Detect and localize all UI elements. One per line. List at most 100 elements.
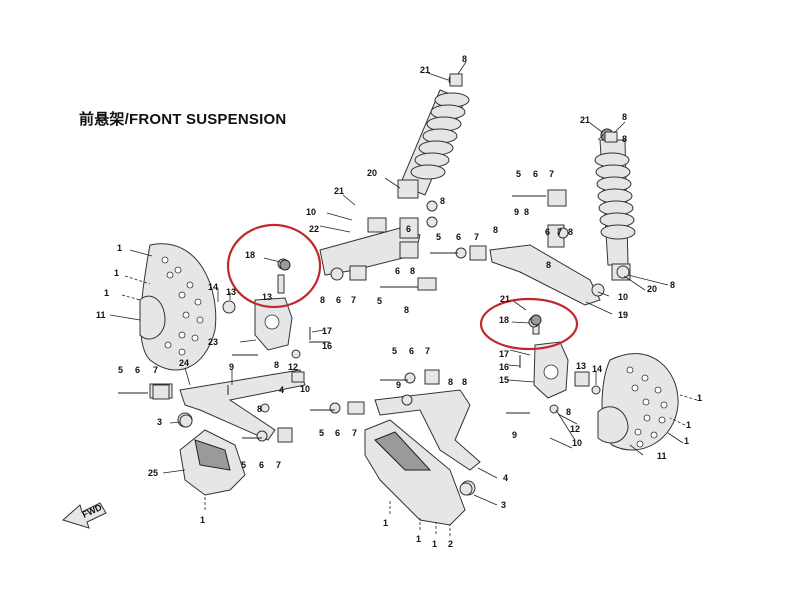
callout-21: 21 (500, 294, 510, 304)
callout-8: 8 (462, 377, 467, 387)
callout-1: 1 (432, 539, 437, 549)
callout-16: 16 (322, 341, 332, 351)
upper-right-a-arm (489, 189, 601, 306)
callout-17: 17 (322, 326, 332, 336)
callout-23: 23 (208, 337, 218, 347)
callout-6: 6 (259, 460, 264, 470)
ball-joints (279, 259, 542, 326)
right-shock-absorber (594, 128, 636, 281)
callout-6: 6 (336, 295, 341, 305)
callout-11: 11 (657, 451, 667, 461)
callout-1: 1 (697, 393, 702, 403)
callout-13: 13 (576, 361, 586, 371)
callout-1: 1 (104, 288, 109, 298)
callout-12: 12 (570, 424, 580, 434)
callout-8: 8 (404, 305, 409, 315)
callout-5: 5 (319, 428, 324, 438)
callout-6: 6 (456, 232, 461, 242)
callout-8: 8 (448, 377, 453, 387)
callout-6: 6 (406, 224, 411, 234)
callout-1: 1 (117, 243, 122, 253)
callout-labels: 1 1 1 11 14 13 18 17 23 16 24 5 6 7 9 8 … (96, 54, 702, 549)
callout-7: 7 (425, 346, 430, 356)
left-shock-absorber (397, 73, 470, 199)
callout-6: 6 (135, 365, 140, 375)
callout-21: 21 (420, 65, 430, 75)
callout-9: 9 (512, 430, 517, 440)
callout-8: 8 (568, 227, 573, 237)
forward-arrow: FWD (62, 502, 107, 529)
callout-20: 20 (367, 168, 377, 178)
callout-10: 10 (300, 384, 310, 394)
callout-8: 8 (622, 134, 627, 144)
callout-8: 8 (274, 360, 279, 370)
callout-13: 13 (262, 292, 272, 302)
callout-3: 3 (501, 500, 506, 510)
callout-8: 8 (440, 196, 445, 206)
callout-5: 5 (516, 169, 521, 179)
callout-6: 6 (545, 227, 550, 237)
upper-left-a-arm (319, 217, 421, 276)
callout-13: 13 (226, 287, 236, 297)
callout-9: 9 (396, 380, 401, 390)
callout-4: 4 (503, 473, 508, 483)
callout-8: 8 (622, 112, 627, 122)
callout-24: 24 (179, 358, 189, 368)
callout-5: 5 (392, 346, 397, 356)
callout-5: 5 (436, 232, 441, 242)
callout-7: 7 (153, 365, 158, 375)
callout-8: 8 (257, 404, 262, 414)
callout-8: 8 (566, 407, 571, 417)
callout-21: 21 (334, 186, 344, 196)
callout-11: 11 (96, 310, 106, 320)
highlight-circles (226, 223, 579, 351)
callout-1: 1 (114, 268, 119, 278)
callout-7: 7 (549, 169, 554, 179)
callout-4: 4 (279, 385, 284, 395)
callout-7: 7 (352, 428, 357, 438)
callout-7: 7 (557, 227, 562, 237)
leader-lines (109, 61, 698, 536)
callout-16: 16 (499, 362, 509, 372)
page-title: 前悬架/FRONT SUSPENSION (79, 111, 287, 128)
callout-1: 1 (684, 436, 689, 446)
callout-6: 6 (533, 169, 538, 179)
callout-8: 8 (546, 260, 551, 270)
left-skid-guard (179, 429, 246, 496)
callout-18: 18 (245, 250, 255, 260)
callout-1: 1 (383, 518, 388, 528)
left-brake-disc (139, 243, 217, 371)
callout-8: 8 (320, 295, 325, 305)
callout-14: 14 (208, 282, 218, 292)
callout-9: 9 (229, 362, 234, 372)
callout-19: 19 (618, 310, 628, 320)
callout-8: 8 (670, 280, 675, 290)
callout-17: 17 (499, 349, 509, 359)
callout-18: 18 (499, 315, 509, 325)
callout-22: 22 (309, 224, 319, 234)
callout-6: 6 (409, 346, 414, 356)
callout-5: 5 (241, 460, 246, 470)
callout-3: 3 (157, 417, 162, 427)
bushings-and-washers (152, 73, 630, 496)
callout-8: 8 (410, 266, 415, 276)
callout-1: 1 (416, 534, 421, 544)
left-steering-knuckle (254, 274, 293, 351)
right-brake-disc (597, 353, 679, 451)
callout-12: 12 (288, 362, 298, 372)
callout-6: 6 (395, 266, 400, 276)
callout-10: 10 (306, 207, 316, 217)
callout-1: 1 (686, 420, 691, 430)
callout-8: 8 (493, 225, 498, 235)
bolts (118, 195, 546, 439)
callout-10: 10 (618, 292, 628, 302)
callout-6: 6 (335, 428, 340, 438)
callout-5: 5 (377, 296, 382, 306)
callout-7: 7 (276, 460, 281, 470)
callout-7: 7 (474, 232, 479, 242)
callout-21: 21 (580, 115, 590, 125)
callout-25: 25 (148, 468, 158, 478)
right-steering-knuckle (532, 317, 569, 399)
